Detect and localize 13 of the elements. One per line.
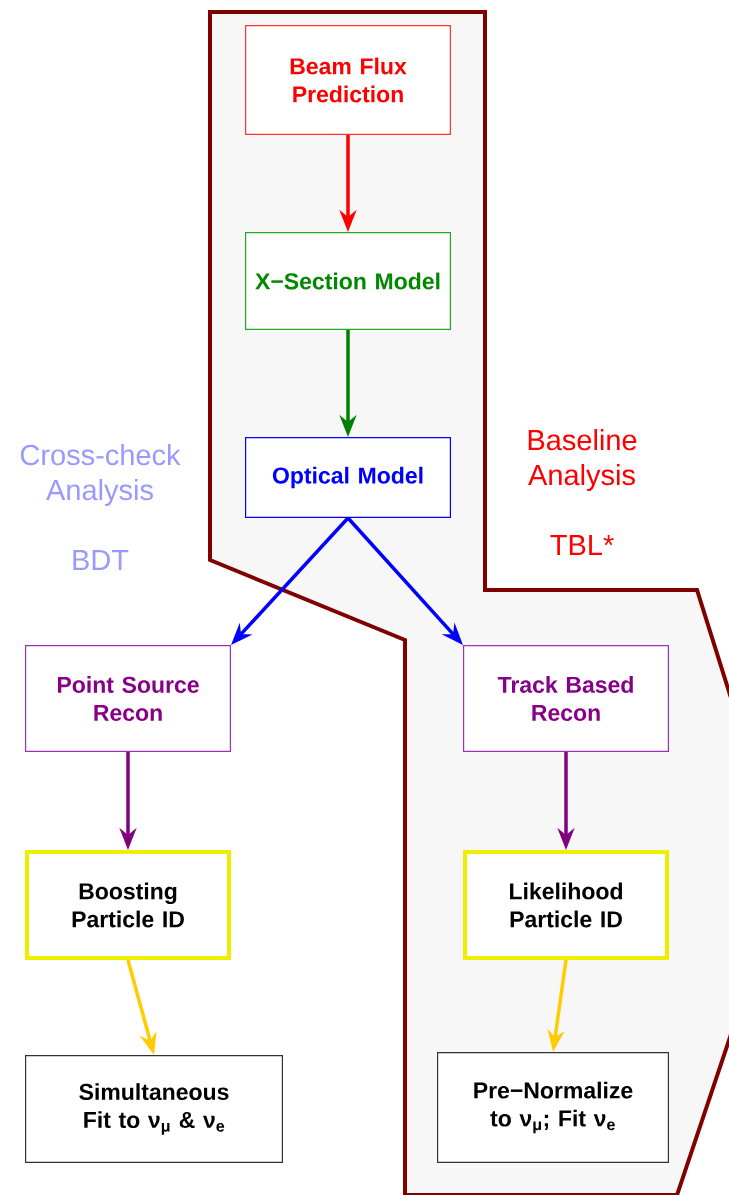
process-box: Likelihood Particle ID — [463, 850, 669, 960]
process-box: Beam Flux Prediction — [245, 25, 451, 135]
group-label: BDT — [73, 550, 129, 570]
group-label: Baseline Analysis — [528, 429, 637, 492]
process-box: Simultaneous Fit to ν$_{μ}$ & ν$_{e}$ — [25, 1055, 283, 1163]
process-box: X−Section Model — [245, 232, 451, 330]
process-box: Point Source Recon — [25, 645, 231, 752]
process-box: Boosting Particle ID — [25, 850, 231, 960]
process-box: Optical Model — [245, 437, 451, 518]
process-box: Track Based Recon — [463, 645, 669, 752]
group-label: Cross-check Analysis — [20, 444, 181, 507]
group-label: TBL* — [550, 535, 614, 555]
process-box: Pre−Normalize to ν$_{μ}$; Fit ν$_{e}$ — [437, 1052, 669, 1163]
